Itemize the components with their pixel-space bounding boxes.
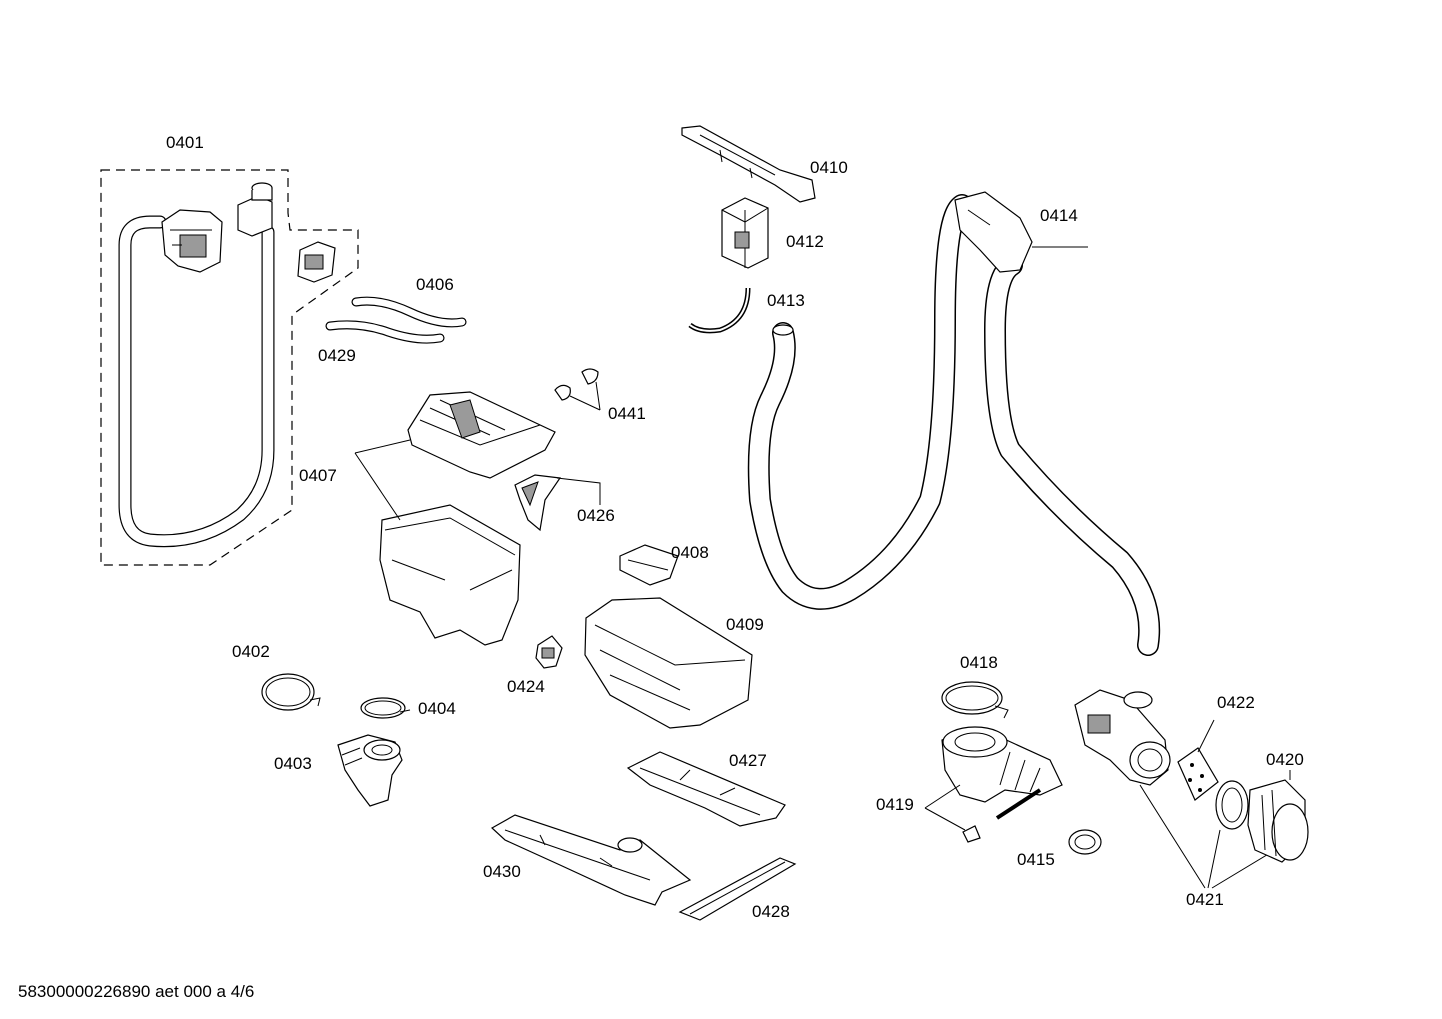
label-0406: 0406 xyxy=(416,275,454,294)
part-0415-clamp xyxy=(1068,829,1102,855)
label-0419: 0419 xyxy=(876,795,914,814)
part-0419-drain-bellow xyxy=(924,726,1063,843)
part-0404-clamp xyxy=(360,697,411,719)
part-0422-plate xyxy=(1177,719,1219,801)
part-0407-dispenser-housing xyxy=(354,391,556,646)
part-0421-drain-pump xyxy=(1074,689,1276,889)
label-0428: 0428 xyxy=(752,902,790,921)
part-0413-hose xyxy=(688,287,751,334)
label-0401: 0401 xyxy=(166,133,204,152)
part-0420-filter xyxy=(1215,770,1309,863)
label-0404: 0404 xyxy=(418,699,456,718)
part-0430-bracket xyxy=(490,814,692,906)
label-0441: 0441 xyxy=(608,404,646,423)
label-0422: 0422 xyxy=(1217,693,1255,712)
drawing-reference: 58300000226890 aet 000 a 4/6 xyxy=(18,982,255,1001)
part-0408-handle xyxy=(619,544,679,586)
part-0427-rail xyxy=(626,751,786,827)
label-0414: 0414 xyxy=(1040,206,1078,225)
label-0430: 0430 xyxy=(483,862,521,881)
label-0412: 0412 xyxy=(786,232,824,251)
label-0410: 0410 xyxy=(810,158,848,177)
part-0412-pump xyxy=(721,197,769,269)
label-0413: 0413 xyxy=(767,291,805,310)
label-0403: 0403 xyxy=(274,754,312,773)
part-0418-clamp xyxy=(941,681,1009,719)
part-0424-connector xyxy=(535,635,563,669)
label-0429: 0429 xyxy=(318,346,356,365)
label-0402: 0402 xyxy=(232,642,270,661)
part-0406-hose xyxy=(325,296,467,344)
label-0421: 0421 xyxy=(1186,890,1224,909)
part-0402-clamp xyxy=(261,673,321,711)
part-0428-strip xyxy=(678,857,797,921)
part-0410-bracket xyxy=(681,125,816,203)
part-0441-clips xyxy=(554,368,601,411)
label-0424: 0424 xyxy=(507,677,545,696)
label-0426: 0426 xyxy=(577,506,615,525)
part-0414-drain-hose xyxy=(747,191,1161,656)
part-0426-seal xyxy=(514,474,601,532)
label-0408: 0408 xyxy=(671,543,709,562)
part-0403-bellow xyxy=(337,734,403,807)
label-0420: 0420 xyxy=(1266,750,1304,769)
label-0409: 0409 xyxy=(726,615,764,634)
label-0427: 0427 xyxy=(729,751,767,770)
part-0401-inlet-hose-assembly xyxy=(100,169,359,566)
label-0418: 0418 xyxy=(960,653,998,672)
label-0415: 0415 xyxy=(1017,850,1055,869)
part-0409-detergent-drawer xyxy=(584,597,753,729)
label-0407: 0407 xyxy=(299,466,337,485)
